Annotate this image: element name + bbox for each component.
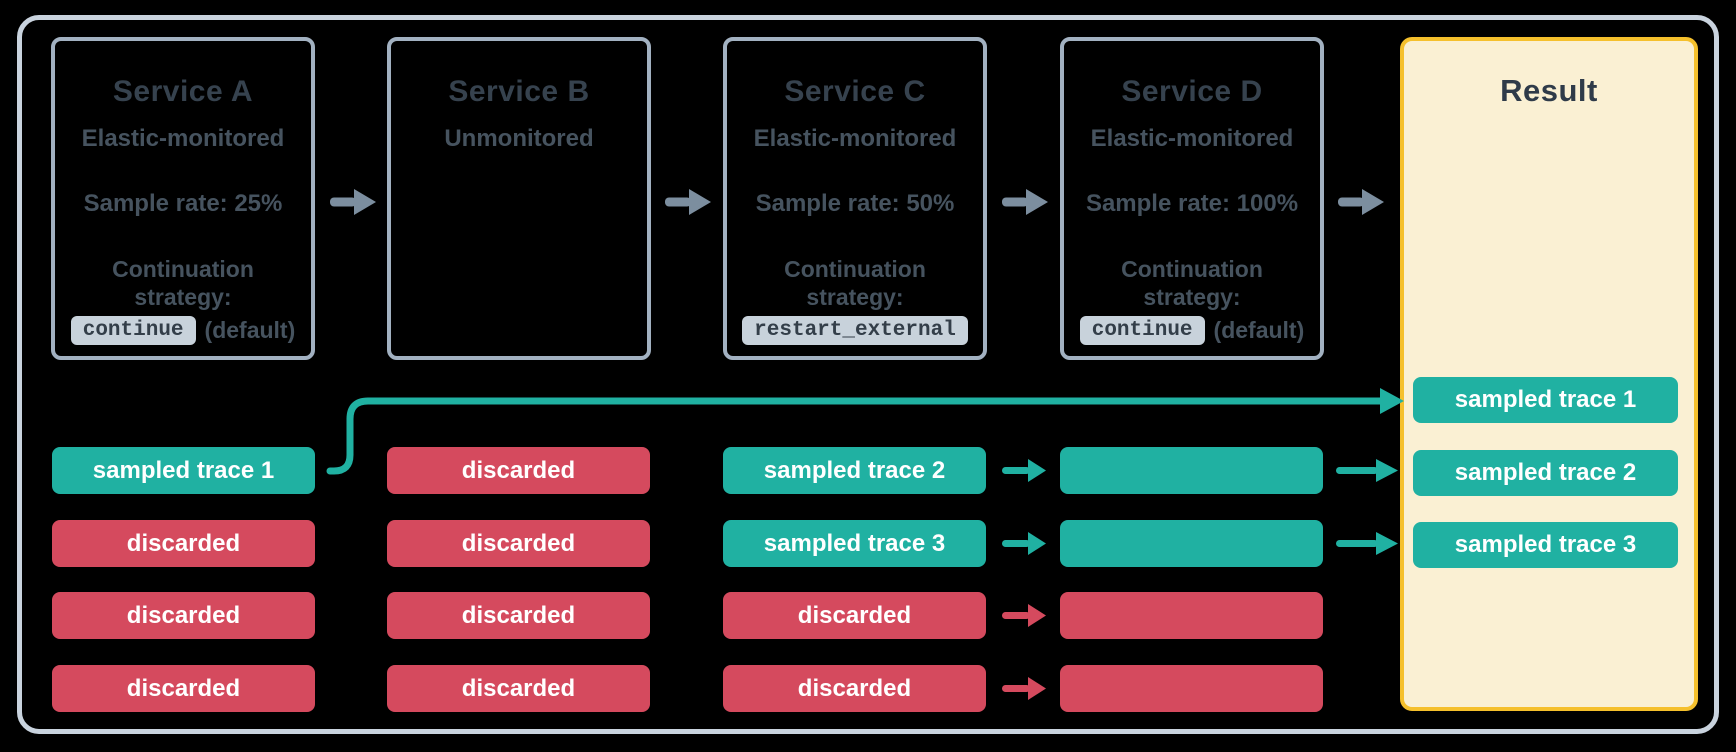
service-a-monitoring-label: Elastic-monitored [81, 125, 285, 152]
trace-chip-a1: sampled trace 1 [52, 447, 315, 494]
result-chip-sampled-trace-2: sampled trace 2 [1413, 450, 1678, 496]
service-d-strategy-label: Continuation strategy: [1121, 256, 1263, 310]
service-a-strategy-badge: continue [70, 315, 196, 345]
service-d-box: Service D Elastic-monitored Sample rate:… [1060, 37, 1324, 360]
service-a-title: Service A [112, 75, 254, 108]
trace-chip-d3 [1060, 592, 1323, 639]
service-d-strategy-badge: continue [1079, 315, 1205, 345]
service-c-title: Service C [784, 75, 926, 108]
service-c-strategy-row: restart_external [727, 313, 983, 347]
result-title: Result [1500, 73, 1598, 108]
service-a-strategy-label: Continuation strategy: [112, 256, 254, 310]
service-d-strategy-row: continue (default) [1064, 313, 1320, 347]
service-a-box: Service A Elastic-monitored Sample rate:… [51, 37, 315, 360]
trace-chip-d4 [1060, 665, 1323, 712]
trace-chip-a3: discarded [52, 592, 315, 639]
trace-chip-b3: discarded [387, 592, 650, 639]
trace-chip-c4: discarded [723, 665, 986, 712]
service-c-monitoring-label: Elastic-monitored [753, 125, 957, 152]
trace-chip-d1 [1060, 447, 1323, 494]
service-a-strategy-default-label: (default) [204, 316, 296, 343]
service-c-strategy-badge: restart_external [742, 315, 968, 345]
service-c-sample-rate-label: Sample rate: 50% [755, 190, 955, 217]
trace-chip-b1: discarded [387, 447, 650, 494]
diagram-outer-frame [17, 15, 1719, 734]
service-c-strategy-label: Continuation strategy: [784, 256, 926, 310]
service-a-sample-rate-label: Sample rate: 25% [83, 190, 283, 217]
result-chip-sampled-trace-1: sampled trace 1 [1413, 377, 1678, 423]
trace-chip-c2: sampled trace 3 [723, 520, 986, 567]
service-d-title: Service D [1121, 75, 1263, 108]
result-panel: Result [1400, 37, 1698, 711]
service-c-box: Service C Elastic-monitored Sample rate:… [723, 37, 987, 360]
service-b-box: Service B Unmonitored [387, 37, 651, 360]
service-d-strategy-default-label: (default) [1213, 316, 1305, 343]
trace-chip-c3: discarded [723, 592, 986, 639]
service-d-sample-rate-label: Sample rate: 100% [1085, 190, 1299, 217]
trace-chip-c1: sampled trace 2 [723, 447, 986, 494]
trace-chip-b2: discarded [387, 520, 650, 567]
service-b-monitoring-label: Unmonitored [444, 125, 594, 152]
service-d-monitoring-label: Elastic-monitored [1090, 125, 1294, 152]
trace-chip-a2: discarded [52, 520, 315, 567]
service-b-title: Service B [448, 75, 590, 108]
result-chip-sampled-trace-3: sampled trace 3 [1413, 522, 1678, 568]
trace-chip-b4: discarded [387, 665, 650, 712]
trace-chip-a4: discarded [52, 665, 315, 712]
service-a-strategy-row: continue (default) [55, 313, 311, 347]
trace-chip-d2 [1060, 520, 1323, 567]
